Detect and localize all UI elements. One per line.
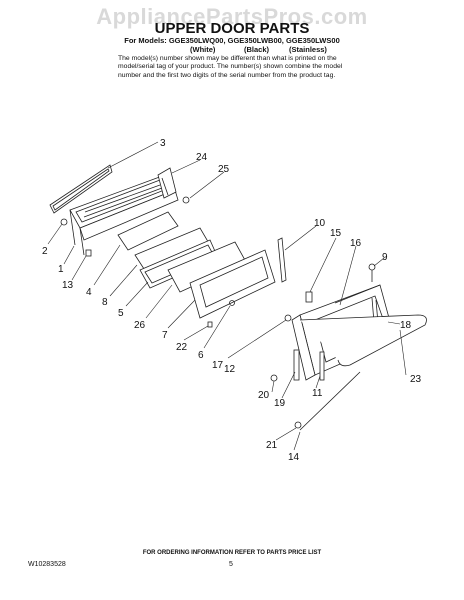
callout-13: 13 (62, 280, 74, 291)
callout-17: 17 (212, 360, 224, 371)
callout-6: 6 (198, 350, 204, 361)
callout-26: 26 (134, 320, 146, 331)
callout-11: 11 (312, 388, 323, 399)
ordering-info: FOR ORDERING INFORMATION REFER TO PARTS … (142, 550, 322, 556)
watermark-text: AppliancePartsPros.com (96, 4, 368, 29)
part-15-spring (305, 291, 313, 303)
callout-20: 20 (258, 390, 270, 401)
part-23-handle (299, 314, 427, 367)
part-3-gasket (49, 164, 113, 214)
callout-8: 8 (102, 297, 108, 308)
callout-labels: 3 24 25 2 1 13 4 8 5 26 7 22 6 10 15 16 … (42, 138, 422, 463)
part-20-screw (270, 374, 278, 382)
callout-9: 9 (382, 252, 388, 263)
callout-10: 10 (314, 218, 326, 229)
note-line-2: model/serial tag of your product. The nu… (118, 63, 343, 71)
callout-21: 21 (266, 440, 278, 451)
part-2-screw (60, 218, 68, 226)
page-title: UPPER DOOR PARTS (154, 20, 310, 37)
part-14-rod (299, 371, 361, 431)
leader-lines (47, 141, 407, 451)
callout-15: 15 (330, 228, 342, 239)
callout-7: 7 (162, 330, 168, 341)
model-list: For Models: GGE350LWQ00, GGE350LWB00, GG… (124, 36, 340, 45)
callout-19: 19 (274, 398, 286, 409)
part-7-inner-panel (189, 249, 276, 319)
model-note: The model(s) number shown may be differe… (118, 55, 368, 80)
part-10-bracket (277, 237, 287, 283)
color-white: (White) (190, 45, 216, 54)
note-line-1: The model(s) number shown may be differe… (118, 55, 337, 62)
callout-12: 12 (224, 364, 236, 375)
part-4-glass (117, 211, 179, 251)
part-25-screw (182, 196, 190, 204)
callout-16: 16 (350, 238, 362, 249)
part-17-screw (284, 314, 292, 322)
callout-4: 4 (86, 287, 92, 298)
color-black: (Black) (244, 45, 270, 54)
part-21-screw (294, 421, 302, 429)
part-11-strip (319, 351, 325, 381)
part-13-clip (85, 249, 92, 257)
color-stainless: (Stainless) (289, 45, 327, 54)
part-22-clip (207, 321, 213, 328)
callout-18: 18 (400, 320, 412, 331)
callout-25: 25 (218, 164, 230, 175)
callout-1: 1 (58, 264, 64, 275)
callout-24: 24 (196, 152, 208, 163)
callout-23: 23 (410, 374, 422, 385)
part-24-hinge (157, 167, 177, 199)
part-19-bracket (293, 349, 300, 381)
callout-5: 5 (118, 308, 124, 319)
page-number: 5 (229, 561, 233, 568)
part-9-screw (368, 263, 376, 271)
callout-2: 2 (42, 246, 48, 257)
part-6-screw (229, 300, 235, 306)
document-number: W10283528 (28, 561, 66, 568)
callout-3: 3 (160, 138, 166, 149)
note-line-3: number and the first two digits of the s… (118, 71, 336, 79)
callout-14: 14 (288, 452, 300, 463)
callout-22: 22 (176, 342, 188, 353)
